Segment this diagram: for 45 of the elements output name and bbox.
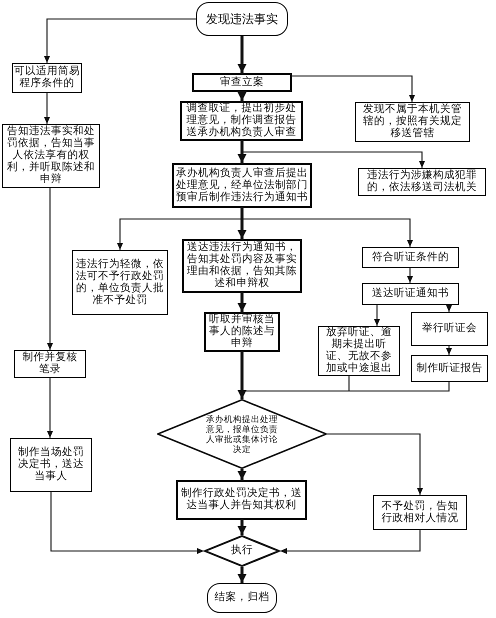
- arrow: [50, 492, 204, 554]
- terminal-box: 发现违法事实: [196, 2, 288, 36]
- process-box: 违法行为涉嫌构成犯罪的，依法移送司法机关: [358, 168, 486, 196]
- process-box: 承办机构负责人审查后提出处理意见，经单位法制部门预审后制作违法行为通知书: [172, 163, 312, 208]
- decision-diamond: 执行: [204, 535, 280, 567]
- process-box: 制作行政处罚决定书，送达当事人并告知其权利: [176, 480, 307, 520]
- arrow: [407, 268, 413, 283]
- process-box: 调查取证，提出初步处理意见，制作调查报告送承办机构负责人审查: [180, 101, 303, 141]
- arrow: [327, 433, 423, 495]
- arrow: [238, 92, 246, 101]
- arrow: [238, 293, 246, 312]
- process-box: 送达听证通知书: [362, 283, 459, 305]
- arrow: [238, 567, 246, 583]
- arrow: [44, 18, 196, 63]
- process-box: 制作听证报告: [411, 355, 488, 382]
- process-box: 发现不属于本机关管辖的，按照有关规定移送管辖: [355, 102, 470, 142]
- arrow: [446, 346, 452, 355]
- arrow: [374, 305, 380, 326]
- arrow: [47, 188, 53, 350]
- arrow: [238, 141, 246, 163]
- process-box: 审查立案: [192, 73, 292, 92]
- process-box: 不予处罚，告知行政相对人情况: [373, 495, 467, 530]
- arrow: [292, 75, 415, 102]
- arrow: [238, 469, 246, 480]
- terminal-box: 结案，归档: [207, 583, 277, 613]
- arrow: [241, 208, 413, 247]
- decision-diamond: 承办机构提出处理意见，报单位负责人审批或集体讨论决定: [157, 399, 327, 469]
- process-box: 听取并审核当事人的陈述与申辩: [204, 312, 280, 352]
- process-box: 违法行为轻微，依法可不予行政处罚的，单位负责人批准不予处罚: [72, 250, 168, 315]
- arrow: [47, 378, 53, 438]
- process-box: 符合听证条件的: [362, 247, 459, 268]
- arrow: [238, 352, 246, 399]
- process-box: 制作当场处罚决定书，送达当事人: [10, 438, 92, 492]
- process-box: 可以适用简易程序条件的: [12, 63, 82, 93]
- arrow: [280, 530, 421, 554]
- arrow: [238, 208, 246, 239]
- process-box: 送达违法行为通知书，告知其处罚内容及事实理由和依据，告知其陈述和申辩权: [182, 239, 302, 293]
- process-box: 举行听证会: [411, 312, 488, 346]
- arrow: [44, 93, 50, 124]
- arrow: [446, 305, 452, 312]
- process-box: 制作并复核笔录: [14, 350, 86, 378]
- arrow: [238, 36, 246, 73]
- arrow: [238, 520, 246, 535]
- process-box: 告知违法事实和处罚依据，告知当事人依法享有的权利，并听取陈述和申辩: [2, 124, 100, 188]
- process-box: 放弃听证、逾期未提出听证、无故不参加或中途退出: [318, 326, 400, 376]
